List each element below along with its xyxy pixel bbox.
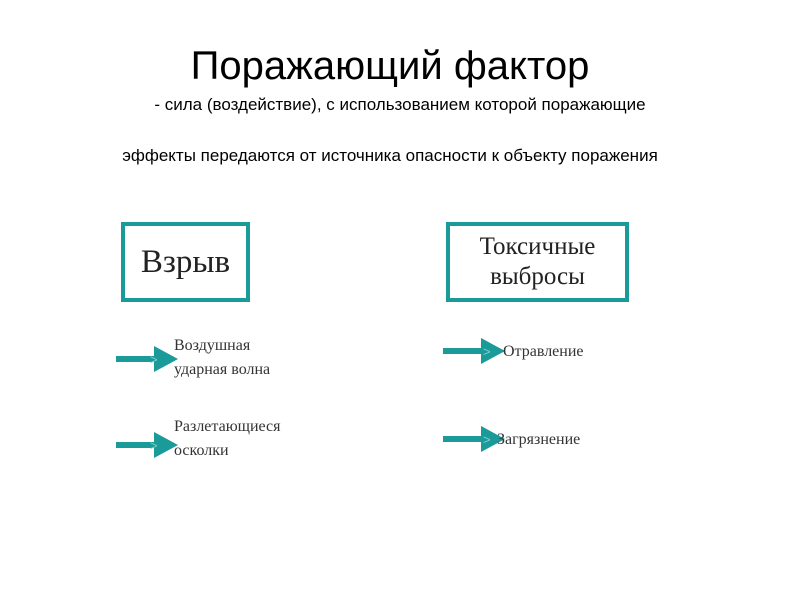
- effect-contamination: Загрязнение: [497, 431, 581, 448]
- effect-fragments: Разлетающиеся осколки: [174, 418, 281, 459]
- definition-line-1: - сила (воздействие), с использованием к…: [154, 95, 646, 114]
- svg-text:>: >: [150, 438, 158, 453]
- effect-poisoning: Отравление: [503, 343, 584, 360]
- svg-text:>: >: [483, 344, 491, 359]
- definition-line-2: эффекты передаются от источника опасност…: [122, 146, 658, 165]
- toxic-emissions-label: Токсичные выбросы: [479, 233, 596, 290]
- explosion-label: Взрыв: [140, 243, 231, 280]
- arrow-contamination-icon: >: [443, 426, 505, 452]
- toxic-emissions-box: Токсичные выбросы: [446, 222, 629, 302]
- arrow-shockwave-icon: >: [116, 346, 178, 372]
- arrow-poisoning-icon: >: [443, 338, 505, 364]
- effect-shockwave: Воздушная ударная волна: [174, 337, 271, 378]
- svg-text:>: >: [483, 432, 491, 447]
- svg-text:>: >: [150, 352, 158, 367]
- arrow-fragments-icon: >: [116, 432, 178, 458]
- explosion-box: Взрыв: [121, 222, 250, 302]
- page-title: Поражающий фактор: [190, 44, 590, 88]
